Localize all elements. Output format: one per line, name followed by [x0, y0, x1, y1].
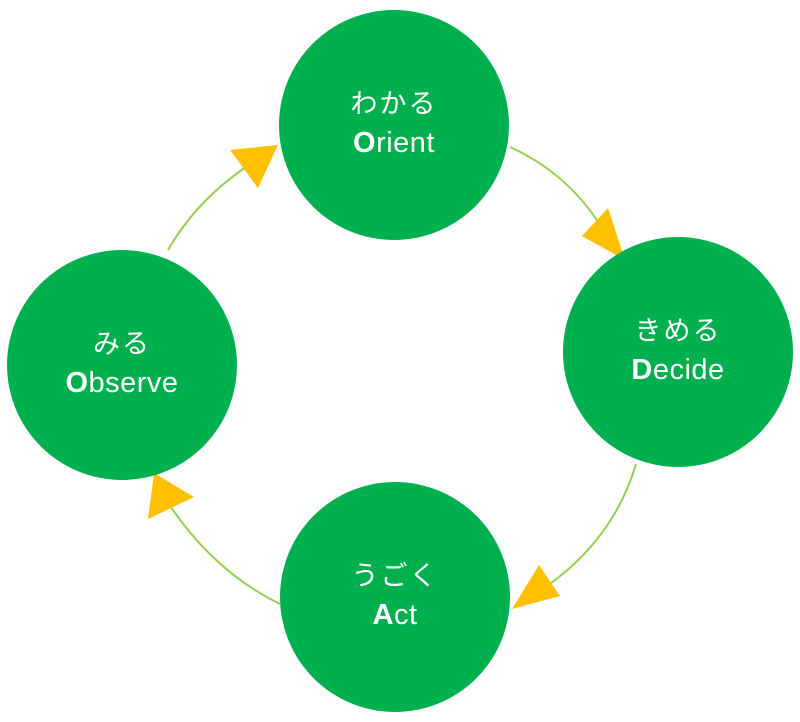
connector-act-to-observe	[162, 494, 281, 605]
connector-decide-to-act	[534, 463, 637, 595]
node-act: うごく Act	[280, 482, 510, 712]
node-decide-rest: ecide	[652, 354, 725, 386]
node-act-label-jp: うごく	[351, 561, 439, 592]
arrowhead-decide-to-act	[512, 565, 560, 609]
node-orient-rest: rient	[376, 127, 435, 159]
connector-observe-to-orient	[167, 162, 253, 251]
node-observe: みる Observe	[7, 250, 237, 480]
node-decide-initial: D	[631, 354, 653, 386]
node-orient-label-jp: わかる	[350, 89, 438, 120]
node-act-label-en: Act	[372, 595, 417, 635]
node-orient: わかる Orient	[279, 10, 509, 240]
node-decide: きめる Decide	[563, 237, 793, 467]
node-observe-label-en: Observe	[65, 363, 178, 403]
node-orient-initial: O	[353, 127, 377, 159]
node-observe-label-jp: みる	[93, 329, 151, 360]
node-decide-label-en: Decide	[631, 350, 724, 390]
node-act-initial: A	[372, 599, 394, 631]
node-observe-initial: O	[65, 367, 89, 399]
node-observe-rest: bserve	[88, 367, 179, 399]
node-orient-label-en: Orient	[353, 123, 435, 163]
arrowhead-orient-to-decide	[582, 208, 625, 260]
node-decide-label-jp: きめる	[634, 316, 722, 347]
node-act-rest: ct	[393, 599, 418, 631]
arrowhead-observe-to-orient	[230, 145, 278, 188]
arrowhead-act-to-observe	[148, 473, 194, 519]
